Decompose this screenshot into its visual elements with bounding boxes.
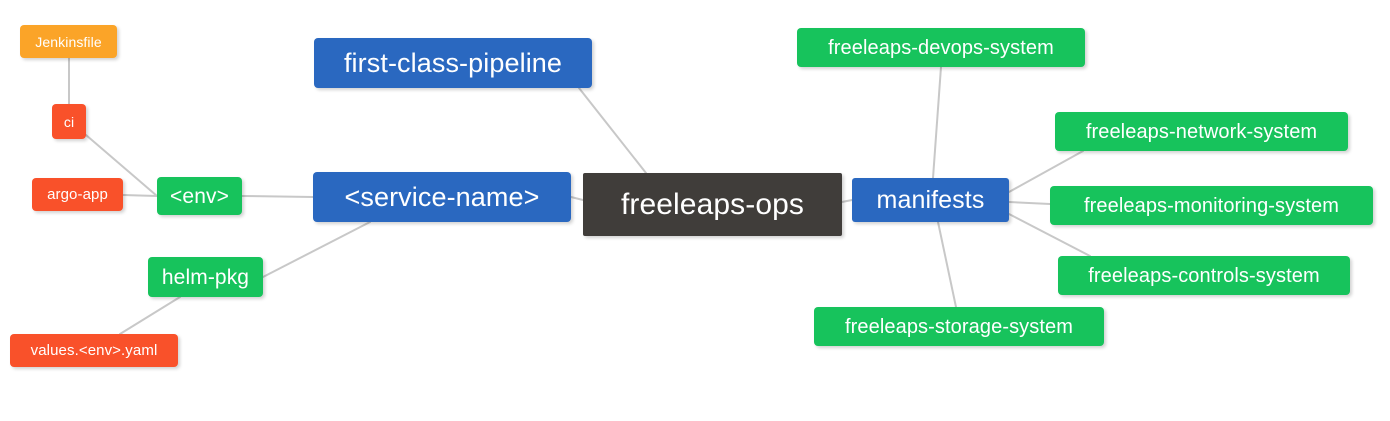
node-freeleaps-network-system[interactable]: freeleaps-network-system [1055,112,1348,151]
node-label: ci [63,113,75,130]
edge-manifests-to-freeleaps-storage-system [937,221,957,308]
node-label: freeleaps-network-system [1085,120,1318,143]
node-label: Jenkinsfile [35,33,102,50]
node-label: freeleaps-monitoring-system [1083,194,1339,217]
node-freeleaps-controls-system[interactable]: freeleaps-controls-system [1058,256,1350,295]
node-freeleaps-storage-system[interactable]: freeleaps-storage-system [814,307,1104,346]
edge-first-class-pipeline-to-freeleaps-ops [578,87,647,174]
node-manifests[interactable]: manifests [852,178,1009,222]
node-label: helm-pkg [161,265,250,289]
node-label: values.<env>.yaml [30,342,158,359]
node-label: freeleaps-ops [620,187,805,221]
node-ci[interactable]: ci [52,104,86,139]
node-jenkinsfile[interactable]: Jenkinsfile [20,25,117,58]
node-label: manifests [876,185,985,214]
node-label: freeleaps-controls-system [1088,264,1320,287]
node-label: first-class-pipeline [343,47,563,78]
node-label: freeleaps-devops-system [828,36,1054,59]
node-service-name[interactable]: <service-name> [313,172,571,222]
edge-service-name-to-freeleaps-ops [570,196,584,201]
edge-argo-app-to-env [122,194,158,197]
node-freeleaps-ops[interactable]: freeleaps-ops [583,173,842,236]
node-first-class-pipeline[interactable]: first-class-pipeline [314,38,592,88]
node-env[interactable]: <env> [157,177,242,215]
node-label: <service-name> [344,181,540,212]
edge-service-name-to-helm-pkg [262,221,371,278]
node-freeleaps-devops-system[interactable]: freeleaps-devops-system [797,28,1085,67]
node-label: argo-app [47,186,108,203]
edge-freeleaps-ops-to-manifests [841,199,853,203]
node-label: freeleaps-storage-system [844,315,1074,338]
node-label: <env> [170,184,229,208]
edge-manifests-to-freeleaps-monitoring-system [1008,201,1051,205]
node-helm-pkg[interactable]: helm-pkg [148,257,263,297]
edge-helm-pkg-to-values-env-yaml [119,296,181,335]
edge-env-to-service-name [241,195,314,198]
node-freeleaps-monitoring-system[interactable]: freeleaps-monitoring-system [1050,186,1373,225]
node-argo-app[interactable]: argo-app [32,178,123,211]
node-values-env-yaml[interactable]: values.<env>.yaml [10,334,178,367]
edge-manifests-to-freeleaps-devops-system [932,66,942,179]
